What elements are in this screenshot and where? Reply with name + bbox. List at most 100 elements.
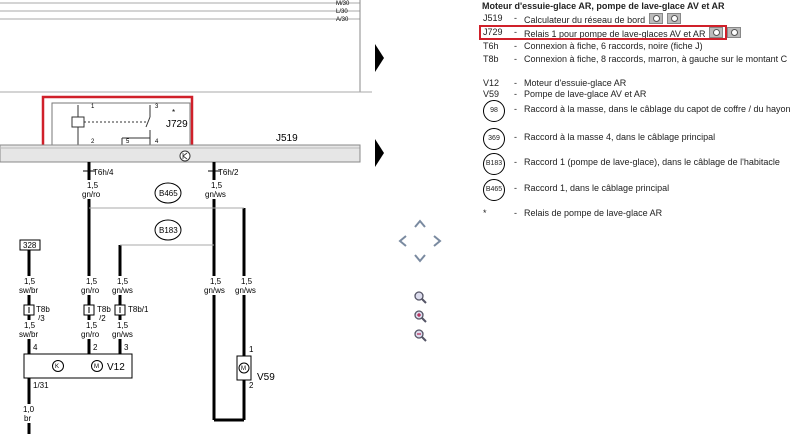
legend-desc: Raccord 1 (pompe de lave-glace), dans le…: [524, 157, 780, 167]
pan-down-icon[interactable]: [412, 250, 428, 266]
legend-desc: Relais 1 pour pompe de lave-glaces AV et…: [524, 27, 800, 40]
relay-code-label: J729: [166, 119, 188, 130]
svg-text:V59: V59: [257, 372, 275, 383]
pin-3: 3: [124, 343, 129, 352]
wire-label-gnro-2: 1,5 gn/ro: [79, 276, 101, 295]
svg-text:gn/ws: gn/ws: [112, 330, 133, 339]
legend-title: Moteur d'essuie-glace AR, pompe de lave-…: [482, 1, 725, 11]
svg-text:T8b: T8b: [36, 305, 50, 314]
svg-text:1,5: 1,5: [86, 321, 98, 330]
svg-text:M: M: [241, 366, 246, 372]
svg-text:1,5: 1,5: [86, 277, 98, 286]
svg-text:K: K: [55, 364, 59, 370]
legend-code: V59: [483, 89, 500, 99]
svg-text:T8b: T8b: [97, 305, 111, 314]
zoom-fit-icon[interactable]: [413, 290, 427, 304]
ground-point-icon: 369: [483, 128, 505, 150]
splice-point-icon: B465: [483, 179, 505, 201]
zoom-out-icon[interactable]: [413, 328, 427, 342]
connector-t8b3: T8b /3: [23, 304, 50, 323]
legend-desc: Raccord 1, dans le câblage principal: [524, 183, 670, 193]
legend-code: T8b: [483, 54, 499, 64]
pump-pin-2: 2: [249, 381, 254, 390]
pump-v59[interactable]: M V59: [236, 355, 275, 383]
relay-j729[interactable]: [51, 102, 191, 148]
module-j519-bar: [0, 144, 361, 163]
relay-asterisk: *: [172, 108, 175, 117]
wire-label-gnws-low: 1,5 gn/ws: [110, 320, 134, 339]
svg-text:sw/br: sw/br: [19, 330, 38, 339]
zoom-in-icon[interactable]: [413, 309, 427, 323]
pin-1-31: 1/31: [33, 381, 49, 390]
svg-text:V12: V12: [107, 362, 125, 373]
legend-desc: Raccord à la masse, dans le câblage du c…: [524, 104, 791, 114]
legend-code: *: [483, 208, 487, 218]
thin-wire-lines: [89, 207, 244, 246]
legend-desc: Connexion à fiche, 6 raccords, noire (fi…: [524, 41, 703, 51]
wire-label-gnws-top: 1,5 gn/ws: [203, 180, 227, 199]
relay-pin-2: 2: [91, 139, 95, 145]
legend-desc: Pompe de lave-glace AV et AR: [524, 89, 647, 99]
svg-text:1,5: 1,5: [210, 277, 222, 286]
pin-4: 4: [33, 343, 38, 352]
pan-left-icon[interactable]: [395, 233, 411, 249]
svg-text:gn/ws: gn/ws: [235, 286, 256, 295]
svg-text:sw/br: sw/br: [19, 286, 38, 295]
svg-text:1,5: 1,5: [211, 181, 223, 190]
splice-point-icon: B183: [483, 153, 505, 175]
connector-t8b1: T8b/1: [114, 304, 149, 316]
motor-v12[interactable]: K M V12: [23, 353, 133, 379]
next-page-arrow-icon[interactable]: [375, 44, 384, 72]
camera-icon[interactable]: [667, 13, 682, 24]
legend-desc: Calculateur du réseau de bord: [524, 13, 800, 26]
svg-text:B465: B465: [159, 189, 178, 198]
legend-code: J519: [483, 13, 503, 23]
svg-text:328: 328: [23, 241, 37, 250]
pan-right-icon[interactable]: [429, 233, 445, 249]
svg-text:1,5: 1,5: [87, 181, 99, 190]
pump-pin-1: 1: [249, 345, 254, 354]
wire-label-br: 1,0 br: [18, 404, 38, 423]
svg-text:1,5: 1,5: [117, 321, 129, 330]
svg-text:M: M: [94, 364, 99, 370]
wire-label-gnro-top: 1,5 gn/ro: [80, 180, 102, 199]
splice-b465[interactable]: B465: [154, 182, 182, 204]
legend-code: J729: [483, 27, 503, 37]
ground-symbol-icon: [179, 150, 191, 162]
next-page-arrow-icon[interactable]: [375, 139, 384, 167]
wire-label-gnro-low: 1,5 gn/ro: [79, 320, 101, 339]
svg-text:gn/ws: gn/ws: [204, 286, 225, 295]
wiring-diagram: M/30 L/30 A/30 1 3 2 5 4 * J729 J519: [0, 0, 372, 434]
relay-pin-1: 1: [91, 104, 95, 110]
pan-up-icon[interactable]: [412, 216, 428, 232]
legend-desc: Relais de pompe de lave-glace AR: [524, 208, 663, 218]
wire-lines: [27, 162, 246, 434]
svg-text:T8b/1: T8b/1: [128, 305, 149, 314]
wire-label-gnws-2: 1,5 gn/ws: [110, 276, 134, 295]
svg-text:1,5: 1,5: [24, 277, 36, 286]
wire-label-gnws-4: 1,5 gn/ws: [233, 276, 257, 295]
wire-label-gnws-3: 1,5 gn/ws: [203, 276, 227, 295]
camera-icon[interactable]: [727, 27, 742, 38]
pin-2: 2: [93, 343, 98, 352]
connector-t8b2: T8b /2: [83, 304, 111, 323]
bus-label-m30: M/30: [336, 1, 350, 7]
splice-b183[interactable]: B183: [154, 219, 182, 241]
bus-label-a30: A/30: [336, 17, 349, 23]
svg-text:gn/ws: gn/ws: [205, 190, 226, 199]
svg-text:br: br: [24, 414, 31, 423]
camera-icon[interactable]: [649, 13, 664, 24]
svg-text:/3: /3: [38, 314, 45, 323]
legend-highlight-box: [479, 25, 727, 40]
camera-icon[interactable]: [709, 27, 724, 38]
legend-desc: Connexion à fiche, 8 raccords, marron, à…: [524, 54, 788, 64]
connector-t6h2: T6h/2: [218, 168, 239, 177]
legend-desc: Moteur d'essuie-glace AR: [524, 78, 627, 88]
svg-text:/2: /2: [99, 314, 106, 323]
bus-label-l30: L/30: [336, 9, 348, 15]
relay-pin-4: 4: [155, 139, 159, 145]
legend-desc: Raccord à la masse 4, dans le câblage pr…: [524, 132, 716, 142]
connector-t6h4: T6h/4: [93, 168, 114, 177]
legend-code: V12: [483, 78, 500, 88]
wire-label-swbr-1: 1,5 sw/br: [18, 276, 40, 295]
